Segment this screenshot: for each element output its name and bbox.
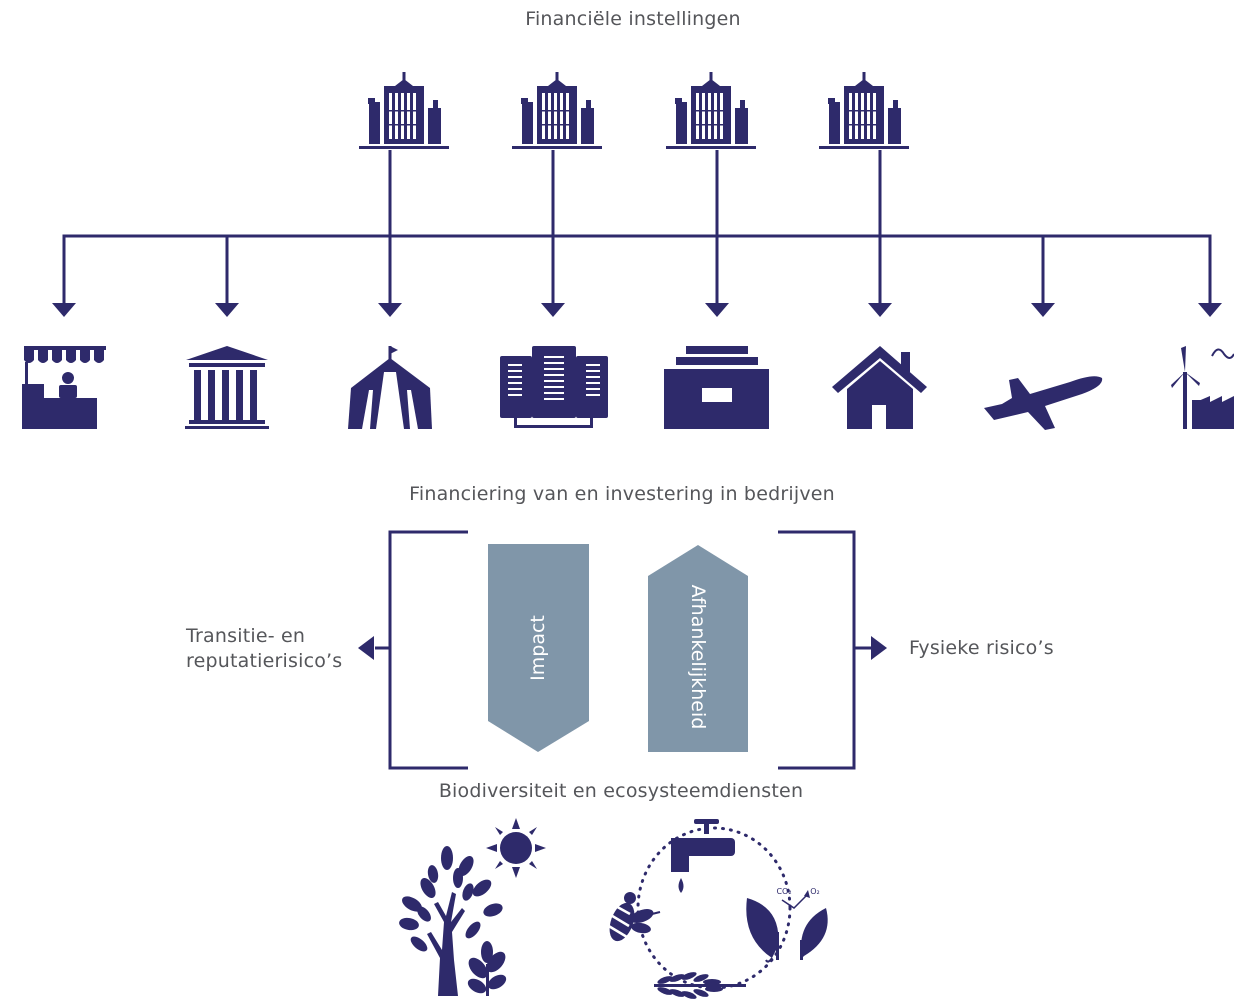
house-icon [832,346,927,429]
right-bracket [778,530,872,770]
wheat-icon [654,972,746,999]
leaves-icon: CO₂ O₂ [746,887,828,963]
co2-label: CO₂ [776,887,791,896]
institution-1 [359,72,449,149]
circus-tent-icon [348,346,432,429]
dependency-arrow: Afhankelijkheid [648,545,748,752]
physical-risks-label: Fysieke risico’s [909,637,1054,659]
transition-risks-line-2: reputatierisico’s [186,650,343,672]
impact-arrow: Impact [488,544,589,752]
financial-institutions-title: Financiële instellingen [525,8,741,30]
dependency-label: Afhankelijkheid [687,585,709,730]
tree-icon [399,846,507,996]
office-building-icon [666,72,756,149]
warehouse-icon [664,346,769,429]
office-building-icon [512,72,602,149]
ecosystem-cycle-icon: CO₂ O₂ [606,819,828,999]
transition-risks-label: Transitie- en reputatierisico’s [186,624,342,674]
bee-icon [606,892,661,942]
o2-label: O₂ [810,887,820,896]
wind-turbine-factory-icon [1171,346,1234,429]
institution-2 [512,72,602,149]
institution-4 [819,72,909,149]
left-bracket [375,530,468,770]
connector-lines [62,150,1212,304]
right-arrowhead [871,636,887,660]
biodiversity-title: Biodiversiteit en ecosysteemdiensten [438,780,804,802]
transition-risks-line-1: Transitie- en [186,625,306,647]
office-building-icon [819,72,909,149]
office-building-icon [359,72,449,149]
impact-label: Impact [527,615,549,681]
data-center-icon [500,346,608,428]
market-stall-icon [22,346,106,429]
airplane-icon [984,376,1103,430]
government-building-icon [185,346,269,429]
left-arrowhead [358,636,374,660]
connector-arrowheads [52,303,1222,317]
companies-title: Financiering van en investering in bedri… [409,483,835,505]
sun-icon [486,818,546,878]
water-tap-icon [671,819,735,893]
institution-3 [666,72,756,149]
